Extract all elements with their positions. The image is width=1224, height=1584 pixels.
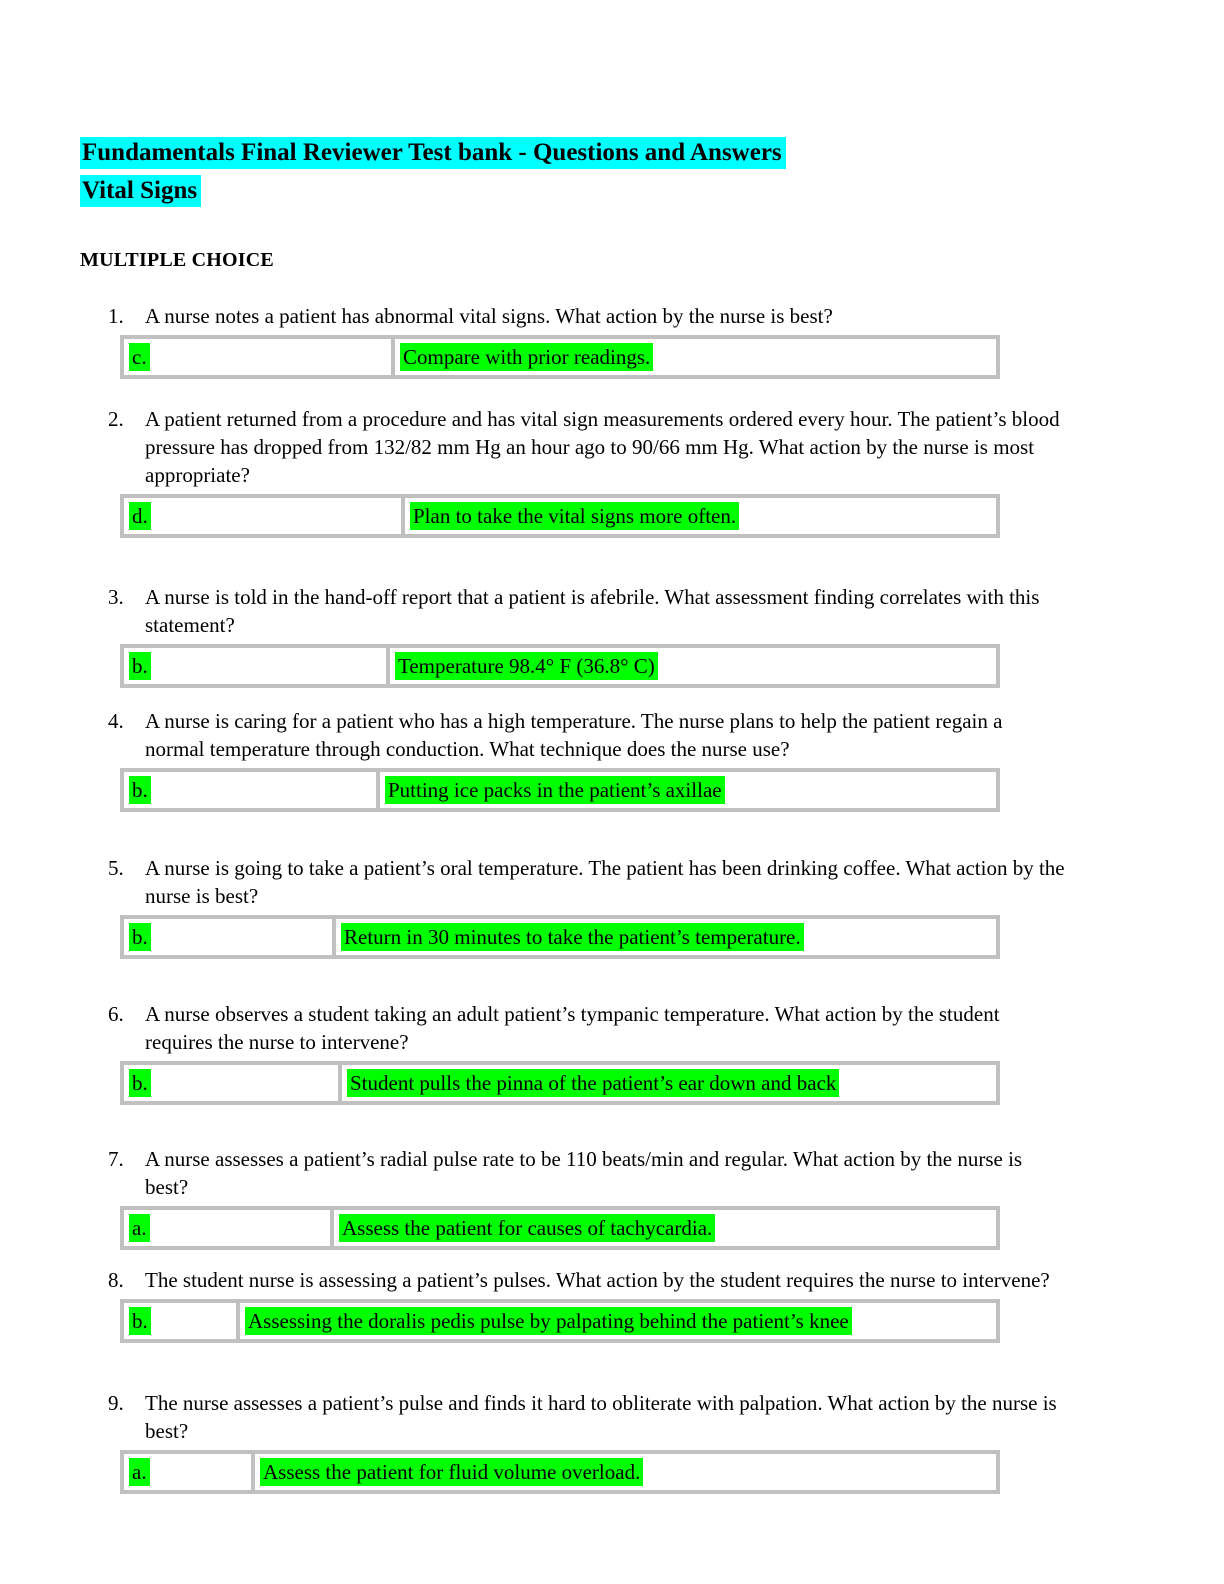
document-title: Fundamentals Final Reviewer Test bank - …	[80, 137, 786, 169]
answer-letter-cell: b.	[124, 648, 390, 684]
question-item-1: 1. A nurse notes a patient has abnormal …	[80, 302, 1144, 379]
section-heading: MULTIPLE CHOICE	[80, 249, 274, 271]
question-number: 7.	[108, 1147, 124, 1171]
question-text: A nurse assesses a patient’s radial puls…	[145, 1147, 1023, 1199]
answer-letter: b.	[129, 776, 151, 804]
question-row: 2. A patient returned from a procedure a…	[80, 405, 1144, 489]
answer-letter: a.	[129, 1458, 150, 1486]
question-item-6: 6. A nurse observes a student taking an …	[80, 1000, 1144, 1105]
answer-text-cell: Assess the patient for fluid volume over…	[255, 1454, 996, 1490]
answer-letter: b.	[129, 923, 151, 951]
question-item-4: 4. A nurse is caring for a patient who h…	[80, 707, 1144, 812]
answer-text: Return in 30 minutes to take the patient…	[341, 923, 804, 951]
answer-table: c. Compare with prior readings.	[120, 335, 1000, 379]
question-number: 6.	[108, 1002, 124, 1026]
question-row: 9. The nurse assesses a patient’s pulse …	[80, 1389, 1144, 1445]
question-number: 8.	[108, 1268, 124, 1292]
answer-letter-cell: c.	[124, 339, 395, 375]
answer-text: Compare with prior readings.	[400, 343, 654, 371]
answer-letter: b.	[129, 652, 151, 680]
answer-letter-cell: a.	[124, 1210, 334, 1246]
answer-text-cell: Student pulls the pinna of the patient’s…	[342, 1065, 996, 1101]
answer-text: Assess the patient for fluid volume over…	[260, 1458, 644, 1486]
question-text: A nurse is going to take a patient’s ora…	[145, 856, 1065, 908]
answer-text-cell: Temperature 98.4° F (36.8° C)	[390, 648, 996, 684]
answer-text-cell: Putting ice packs in the patient’s axill…	[380, 772, 996, 808]
question-item-7: 7. A nurse assesses a patient’s radial p…	[80, 1145, 1144, 1250]
question-row: 8. The student nurse is assessing a pati…	[80, 1266, 1144, 1294]
question-number: 4.	[108, 709, 124, 733]
answer-letter-cell: b.	[124, 1303, 240, 1339]
answer-letter: a.	[129, 1214, 150, 1242]
answer-letter-cell: a.	[124, 1454, 255, 1490]
answer-letter-cell: b.	[124, 1065, 342, 1101]
question-number: 9.	[108, 1391, 124, 1415]
answer-text: Student pulls the pinna of the patient’s…	[347, 1069, 840, 1097]
answer-letter-cell: b.	[124, 919, 336, 955]
question-item-8: 8. The student nurse is assessing a pati…	[80, 1266, 1144, 1343]
answer-table: d. Plan to take the vital signs more oft…	[120, 494, 1000, 538]
question-text: The nurse assesses a patient’s pulse and…	[145, 1391, 1057, 1443]
answer-letter: c.	[129, 343, 150, 371]
answer-text: Assessing the doralis pedis pulse by pal…	[245, 1307, 852, 1335]
answer-letter: d.	[129, 502, 151, 530]
question-row: 5. A nurse is going to take a patient’s …	[80, 854, 1144, 910]
answer-text: Putting ice packs in the patient’s axill…	[385, 776, 725, 804]
answer-table: b. Assessing the doralis pedis pulse by …	[120, 1299, 1000, 1343]
answer-table: b. Return in 30 minutes to take the pati…	[120, 915, 1000, 959]
question-text: The student nurse is assessing a patient…	[145, 1268, 1050, 1292]
question-item-2: 2. A patient returned from a procedure a…	[80, 405, 1144, 538]
answer-text-cell: Assessing the doralis pedis pulse by pal…	[240, 1303, 996, 1339]
question-row: 6. A nurse observes a student taking an …	[80, 1000, 1144, 1056]
question-row: 7. A nurse assesses a patient’s radial p…	[80, 1145, 1144, 1201]
document-title-line: Fundamentals Final Reviewer Test bank - …	[80, 137, 1144, 169]
question-row: 1. A nurse notes a patient has abnormal …	[80, 302, 1144, 330]
question-number: 2.	[108, 407, 124, 431]
question-number: 3.	[108, 585, 124, 609]
answer-letter-cell: b.	[124, 772, 380, 808]
answer-table: a. Assess the patient for fluid volume o…	[120, 1450, 1000, 1494]
question-item-9: 9. The nurse assesses a patient’s pulse …	[80, 1389, 1144, 1494]
answer-table: b. Putting ice packs in the patient’s ax…	[120, 768, 1000, 812]
answer-letter: b.	[129, 1307, 151, 1335]
question-text: A patient returned from a procedure and …	[145, 407, 1060, 487]
question-item-5: 5. A nurse is going to take a patient’s …	[80, 854, 1144, 959]
document-subtitle: Vital Signs	[80, 175, 202, 207]
question-text: A nurse notes a patient has abnormal vit…	[145, 304, 833, 328]
document-subtitle-line: Vital Signs	[80, 175, 1144, 207]
question-text: A nurse observes a student taking an adu…	[145, 1002, 1000, 1054]
answer-text: Assess the patient for causes of tachyca…	[339, 1214, 716, 1242]
answer-text: Plan to take the vital signs more often.	[410, 502, 740, 530]
question-number: 1.	[108, 304, 124, 328]
question-row: 3. A nurse is told in the hand-off repor…	[80, 583, 1144, 639]
answer-text-cell: Plan to take the vital signs more often.	[405, 498, 996, 534]
answer-table: b. Temperature 98.4° F (36.8° C)	[120, 644, 1000, 688]
answer-text-cell: Assess the patient for causes of tachyca…	[334, 1210, 996, 1246]
question-number: 5.	[108, 856, 124, 880]
answer-letter: b.	[129, 1069, 151, 1097]
answer-table: b. Student pulls the pinna of the patien…	[120, 1061, 1000, 1105]
answer-text-cell: Return in 30 minutes to take the patient…	[336, 919, 996, 955]
answer-letter-cell: d.	[124, 498, 405, 534]
answer-text: Temperature 98.4° F (36.8° C)	[395, 652, 658, 680]
question-text: A nurse is told in the hand-off report t…	[145, 585, 1040, 637]
question-row: 4. A nurse is caring for a patient who h…	[80, 707, 1144, 763]
answer-table: a. Assess the patient for causes of tach…	[120, 1206, 1000, 1250]
question-text: A nurse is caring for a patient who has …	[145, 709, 1003, 761]
question-item-3: 3. A nurse is told in the hand-off repor…	[80, 583, 1144, 688]
answer-text-cell: Compare with prior readings.	[395, 339, 996, 375]
